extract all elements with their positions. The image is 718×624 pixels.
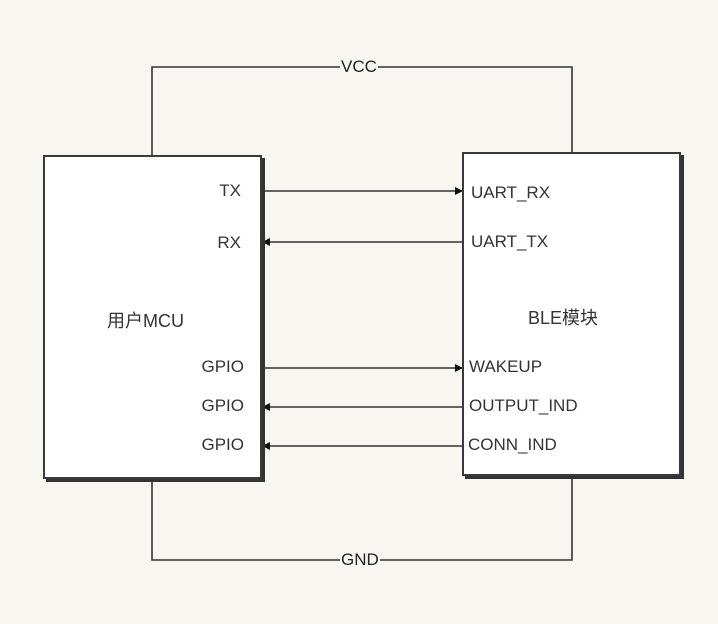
gnd-rail — [151, 476, 573, 561]
mcu-title: 用户MCU — [107, 311, 184, 331]
mcu-pin-gpio-3: GPIO — [201, 435, 244, 454]
gnd-label: GND — [340, 550, 380, 570]
ble-pin-output-ind: OUTPUT_IND — [469, 396, 578, 415]
vcc-label: VCC — [340, 57, 378, 77]
ble-title: BLE模块 — [528, 308, 599, 328]
mcu-pin-rx: RX — [217, 233, 241, 252]
ble-module-block: BLE模块 UART_RX UART_TX WAKEUP OUTPUT_IND … — [462, 152, 681, 476]
ble-pin-uart-rx: UART_RX — [471, 183, 551, 202]
ble-pin-conn-ind: CONN_IND — [468, 435, 557, 454]
vcc-rail — [151, 66, 573, 155]
mcu-pin-gpio-2: GPIO — [201, 396, 244, 415]
mcu-pin-gpio-1: GPIO — [201, 357, 244, 376]
ble-pin-uart-tx: UART_TX — [471, 232, 549, 251]
mcu-pin-tx: TX — [219, 181, 241, 200]
mcu-block: 用户MCU TX RX GPIO GPIO GPIO — [43, 155, 262, 479]
signal-lines — [262, 187, 463, 450]
ble-pin-wakeup: WAKEUP — [469, 357, 543, 376]
